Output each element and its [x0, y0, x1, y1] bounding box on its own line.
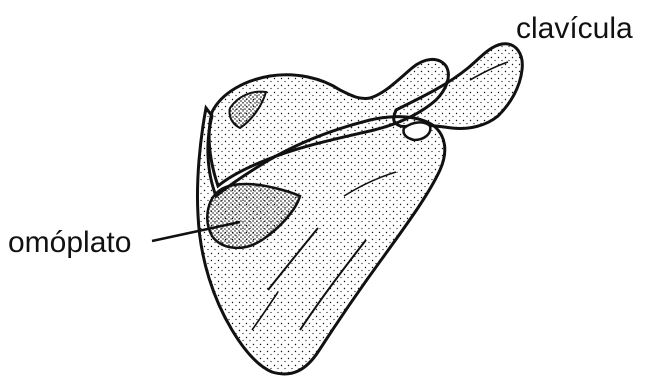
scapula-label: omóplato — [8, 228, 131, 258]
clavicle-label: clavícula — [516, 14, 633, 44]
